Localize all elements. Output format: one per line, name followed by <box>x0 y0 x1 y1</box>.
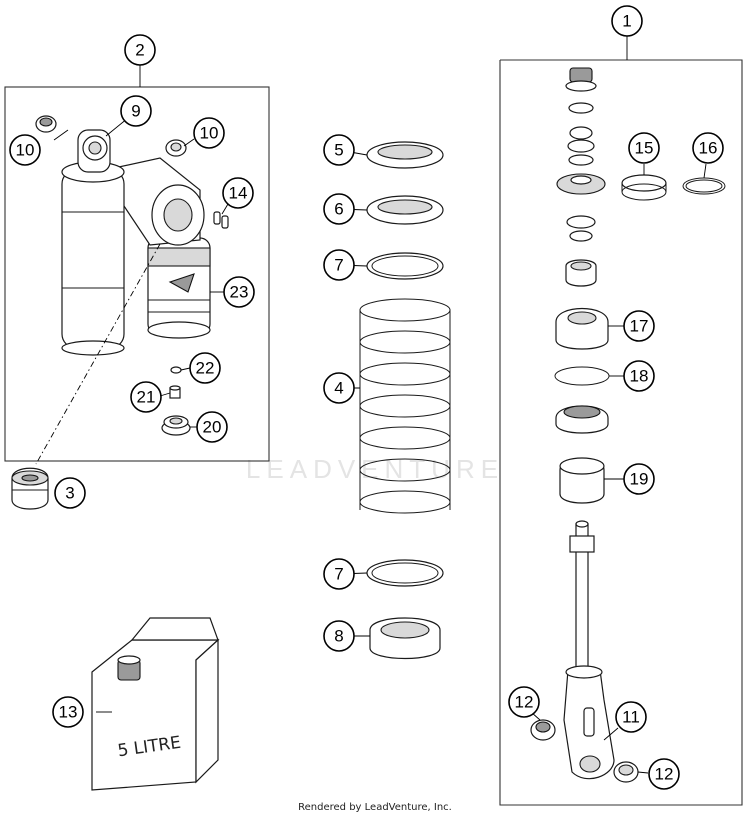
credit-text: Rendered by LeadVenture, Inc. <box>298 802 452 813</box>
svg-text:7: 7 <box>334 565 343 584</box>
callout-7-bottom: 7 <box>323 558 355 590</box>
callout-4: 4 <box>323 372 355 404</box>
callout-3: 3 <box>54 477 86 509</box>
callout-5: 5 <box>323 134 355 166</box>
svg-text:12: 12 <box>655 765 674 784</box>
svg-text:7: 7 <box>334 256 343 275</box>
bushing-12-right <box>613 761 639 783</box>
spring-retainer-5 <box>366 141 444 169</box>
callout-14: 14 <box>222 177 254 209</box>
bushing-10-right <box>165 139 187 157</box>
svg-text:2: 2 <box>135 41 144 60</box>
washer-7-bottom <box>366 559 444 587</box>
svg-text:17: 17 <box>630 317 649 336</box>
callout-17: 17 <box>623 310 655 342</box>
callout-7-top: 7 <box>323 249 355 281</box>
callout-16: 16 <box>692 132 724 164</box>
callout-1: 1 <box>611 5 643 37</box>
svg-text:5: 5 <box>334 141 343 160</box>
bushing-12-left <box>530 719 556 741</box>
assembly-line <box>35 243 161 465</box>
spring-4 <box>359 298 451 514</box>
callout-8: 8 <box>323 620 355 652</box>
svg-text:6: 6 <box>334 200 343 219</box>
svg-text:13: 13 <box>59 703 78 722</box>
watermark: LEADVENTURE <box>246 454 504 484</box>
callout-12-left: 12 <box>508 686 540 718</box>
callout-13: 13 <box>52 696 84 728</box>
adjusting-nut-6 <box>366 195 444 225</box>
svg-text:22: 22 <box>196 359 215 378</box>
svg-text:8: 8 <box>334 627 343 646</box>
pins-14 <box>213 211 229 229</box>
callout-21: 21 <box>130 381 162 413</box>
callout-9: 9 <box>120 95 152 127</box>
svg-text:11: 11 <box>622 708 640 727</box>
svg-text:21: 21 <box>137 388 156 407</box>
cap-20 <box>161 415 191 436</box>
washer-22 <box>170 366 182 374</box>
callout-18: 18 <box>623 360 655 392</box>
svg-text:10: 10 <box>16 141 35 160</box>
mount-3 <box>11 467 49 510</box>
ring-16 <box>682 177 726 195</box>
callout-19: 19 <box>623 463 655 495</box>
callout-20: 20 <box>196 411 228 443</box>
svg-text:10: 10 <box>200 124 219 143</box>
callout-12-right: 12 <box>648 758 680 790</box>
spring-seat-8 <box>369 617 441 660</box>
callout-10-right: 10 <box>193 117 225 149</box>
ring-15 <box>621 174 667 201</box>
svg-text:12: 12 <box>515 693 534 712</box>
shock-body <box>61 129 211 356</box>
svg-text:14: 14 <box>229 184 248 203</box>
callout-10-left: 10 <box>9 134 41 166</box>
group-frame-1 <box>499 59 743 806</box>
valve-21 <box>169 385 181 399</box>
group-frame-2 <box>4 86 270 462</box>
svg-text:9: 9 <box>131 102 140 121</box>
callout-22: 22 <box>189 352 221 384</box>
svg-text:18: 18 <box>630 367 649 386</box>
svg-text:20: 20 <box>203 418 222 437</box>
svg-text:15: 15 <box>635 139 654 158</box>
svg-text:16: 16 <box>699 139 718 158</box>
oil-container-13: 5 LITRE <box>91 617 220 791</box>
callout-11: 11 <box>615 701 647 733</box>
svg-text:23: 23 <box>230 283 249 302</box>
bushing-10-left <box>35 115 57 133</box>
svg-text:1: 1 <box>622 12 631 31</box>
washer-7-top <box>366 252 444 280</box>
svg-text:3: 3 <box>65 484 74 503</box>
callout-15: 15 <box>628 132 660 164</box>
damper-stack <box>554 67 615 780</box>
callout-6: 6 <box>323 193 355 225</box>
callout-23: 23 <box>223 276 255 308</box>
svg-text:19: 19 <box>630 470 649 489</box>
svg-text:4: 4 <box>334 379 343 398</box>
callout-2: 2 <box>124 34 156 66</box>
